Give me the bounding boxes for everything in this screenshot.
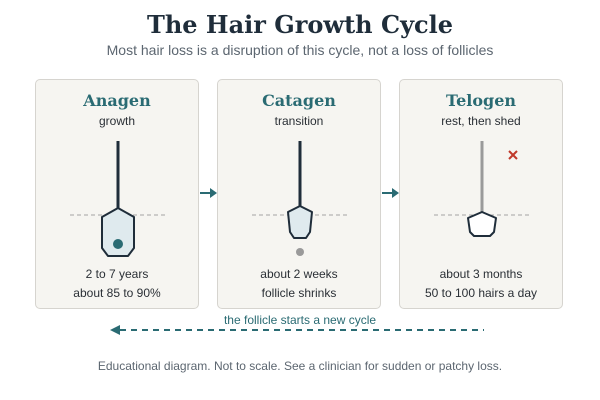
stage-card-anagen: Anagen growth 2 to 7 years about 85 to 9…	[35, 79, 199, 309]
page-title: The Hair Growth Cycle	[146, 10, 454, 39]
stage-duration: 2 to 7 years	[85, 267, 149, 281]
footnote: Educational diagram. Not to scale. See a…	[97, 359, 503, 373]
catagen-follicle-illustration	[252, 141, 348, 256]
dermal-papilla	[113, 239, 123, 249]
stage-subtitle: transition	[274, 114, 324, 128]
shed-x-icon	[508, 150, 518, 160]
stage-name: Anagen	[83, 91, 151, 110]
arrow-right-icon	[200, 188, 217, 198]
stage-duration: about 2 weeks	[260, 267, 338, 281]
arrow-right-icon	[382, 188, 399, 198]
cycle-label: the follicle starts a new cycle	[223, 313, 377, 327]
stage-subtitle: growth	[98, 114, 136, 128]
stage-card-catagen: Catagen transition about 2 weeks follicl…	[217, 79, 381, 309]
telogen-follicle-illustration	[434, 141, 530, 237]
stage-detail: follicle shrinks	[261, 286, 337, 300]
anagen-follicle-illustration	[70, 141, 166, 257]
stage-name: Telogen	[446, 91, 516, 110]
stage-duration: about 3 months	[439, 267, 523, 281]
stage-name: Catagen	[262, 91, 336, 110]
stage-detail: about 85 to 90%	[73, 286, 161, 300]
follicle-bulb	[101, 207, 135, 257]
follicle-bulb	[467, 211, 497, 237]
detached-papilla	[296, 248, 304, 256]
stage-card-telogen: Telogen rest, then shed about 3 months 5…	[399, 79, 563, 309]
follicle-bulb	[287, 205, 313, 239]
stage-detail: 50 to 100 hairs a day	[424, 286, 538, 300]
stage-subtitle: rest, then shed	[441, 114, 521, 128]
page-subtitle: Most hair loss is a disruption of this c…	[106, 42, 494, 58]
cycle-return-arrow-icon	[110, 325, 484, 335]
